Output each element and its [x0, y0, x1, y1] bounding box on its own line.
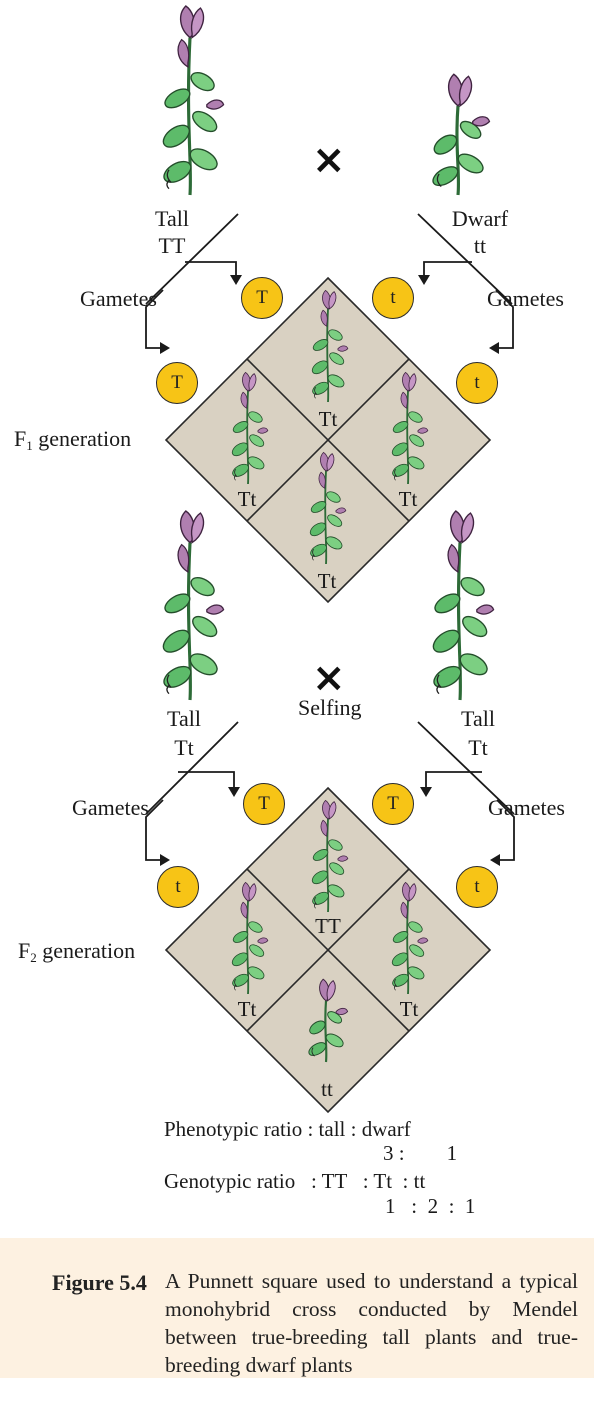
- diagram-graphics: [145, 4, 515, 1114]
- f2-cell-bottom: tt: [321, 1077, 333, 1101]
- f2-label-prefix: F: [18, 938, 31, 963]
- parent-tall-plant: [157, 4, 226, 197]
- f2-gametes-label-left: Gametes: [72, 795, 149, 820]
- figure-number: Figure 5.4: [52, 1270, 147, 1295]
- f1-generation-label: F1 generation: [14, 427, 131, 454]
- caption-box: [0, 1238, 594, 1378]
- f2-gamete-top-left: T: [243, 783, 285, 825]
- f1-cell-left: Tt: [237, 487, 257, 511]
- f1-label-suffix: generation: [32, 426, 132, 451]
- f1-right-genotype: Tt: [468, 735, 488, 760]
- cross-symbol-selfing: ×: [312, 655, 346, 701]
- parent-right-phenotype: Dwarf: [451, 206, 509, 231]
- f1-gamete-top-left: T: [241, 277, 283, 319]
- f2-gamete-top-right: T: [372, 783, 414, 825]
- genotypic-ratio-values: 1 : 2 : 1: [385, 1194, 476, 1218]
- parent-left-phenotype: Tall: [155, 206, 189, 231]
- f1-gametes-label-left: Gametes: [80, 286, 157, 311]
- f2-gamete-bottom-left: t: [157, 866, 199, 908]
- f1-label-prefix: F: [14, 426, 27, 451]
- f2-gamete-bottom-right: t: [456, 866, 498, 908]
- f2-gametes-label-right: Gametes: [488, 795, 565, 820]
- cross-symbol-parents: ×: [312, 137, 346, 183]
- f1-right-phenotype: Tall: [461, 706, 495, 731]
- f2-label-suffix: generation: [36, 938, 136, 963]
- f1-cell-right: Tt: [398, 487, 418, 511]
- parent-left-genotype: TT: [158, 233, 186, 258]
- f1-gamete-arrows: [145, 213, 514, 349]
- f1-left-tall-plant: [157, 509, 226, 702]
- parent-dwarf-plant: [428, 72, 492, 197]
- f2-generation-label: F2 generation: [18, 939, 135, 966]
- f1-gamete-top-right: t: [372, 277, 414, 319]
- f1-left-phenotype: Tall: [167, 706, 201, 731]
- f1-gametes-label-right: Gametes: [487, 286, 564, 311]
- f1-cell-bottom: Tt: [317, 569, 337, 593]
- f1-cell-top: Tt: [318, 407, 338, 431]
- genotypic-ratio-label: Genotypic ratio : TT : Tt : tt: [164, 1169, 426, 1193]
- f2-cell-left: Tt: [237, 997, 257, 1021]
- phenotypic-ratio-values: 3 : 1: [383, 1141, 458, 1165]
- figure-caption: A Punnett square used to understand a ty…: [165, 1269, 578, 1377]
- f2-label-sub: 2: [30, 950, 37, 965]
- f2-cell-top: TT: [315, 914, 341, 938]
- selfing-label: Selfing: [298, 695, 362, 720]
- f1-left-genotype: Tt: [174, 735, 194, 760]
- punnett-diagram: × × Tall TT Dwarf tt Gametes Gametes T T…: [14, 4, 565, 1218]
- parent-right-genotype: tt: [473, 233, 487, 258]
- f2-gamete-arrows: [145, 721, 515, 861]
- f1-gamete-bottom-right: t: [456, 362, 498, 404]
- f1-punnett-square: [164, 276, 492, 604]
- f1-label-sub: 1: [26, 438, 33, 453]
- f2-punnett-square: [164, 786, 492, 1114]
- f1-right-tall-plant: [427, 509, 496, 702]
- f2-cell-right: Tt: [399, 997, 419, 1021]
- f1-gamete-bottom-left: T: [156, 362, 198, 404]
- phenotypic-ratio-label: Phenotypic ratio : tall : dwarf: [164, 1117, 411, 1141]
